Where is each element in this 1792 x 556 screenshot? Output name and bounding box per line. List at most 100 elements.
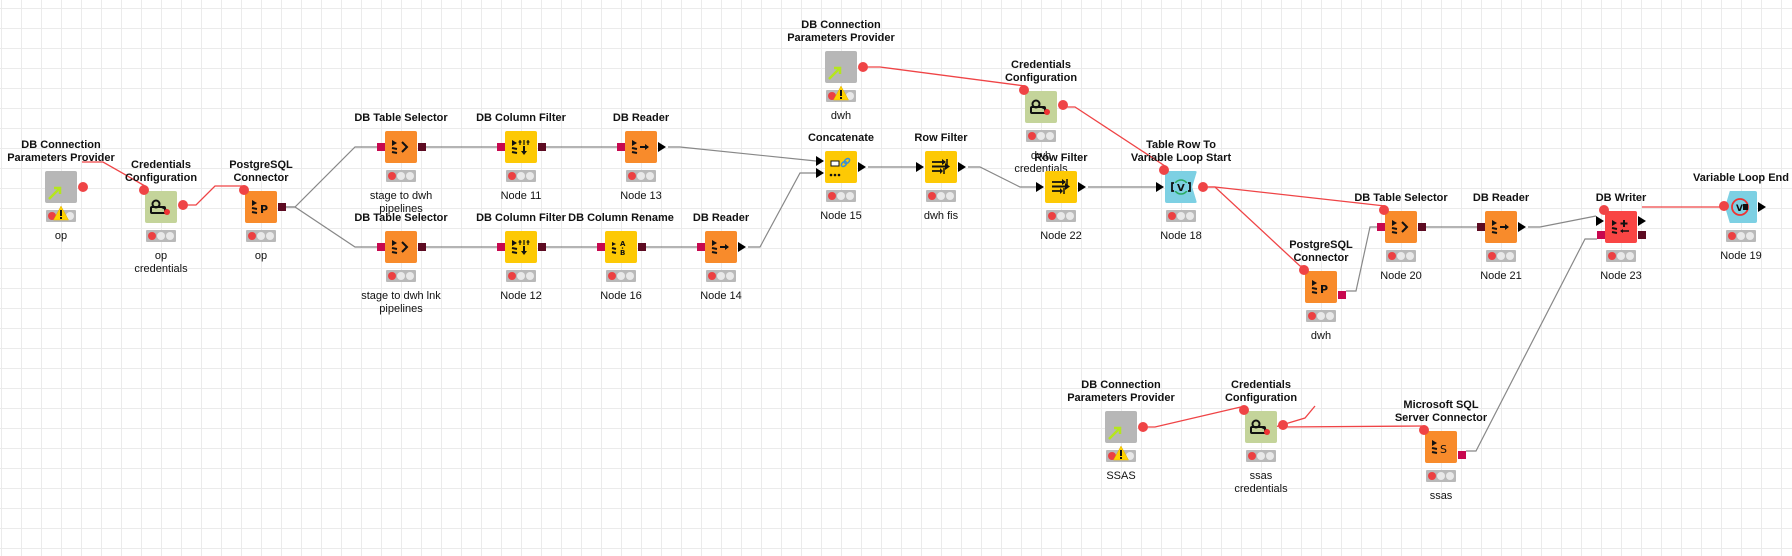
db-connection-port[interactable] bbox=[497, 243, 505, 251]
node-body[interactable]: S bbox=[1425, 431, 1457, 463]
data-connection[interactable] bbox=[286, 146, 377, 208]
db-connection-port[interactable] bbox=[1377, 223, 1385, 231]
db-connection-port[interactable] bbox=[497, 143, 505, 151]
node-body[interactable] bbox=[705, 231, 737, 263]
node-label[interactable]: dwh bbox=[830, 110, 852, 122]
db-connection-port[interactable] bbox=[697, 243, 705, 251]
data-port[interactable] bbox=[858, 162, 866, 172]
data-port[interactable] bbox=[1078, 182, 1086, 192]
data-port[interactable] bbox=[958, 162, 966, 172]
node-label[interactable]: Node 13 bbox=[620, 190, 662, 202]
flow-variable-port[interactable] bbox=[1599, 205, 1609, 215]
db-connection-port[interactable] bbox=[538, 143, 546, 151]
node-label[interactable]: dwh fis bbox=[923, 210, 959, 222]
data-port[interactable] bbox=[816, 156, 824, 166]
data-port[interactable] bbox=[1156, 182, 1164, 192]
node-label[interactable]: Node 20 bbox=[1380, 270, 1422, 282]
db-connection-port[interactable] bbox=[1338, 291, 1346, 299]
node-body[interactable] bbox=[145, 191, 177, 223]
db-connection-port[interactable] bbox=[617, 143, 625, 151]
node-body[interactable] bbox=[1045, 171, 1077, 203]
flow-variable-port[interactable] bbox=[78, 182, 88, 192]
flow-variable-port[interactable] bbox=[239, 185, 249, 195]
node-body[interactable] bbox=[1485, 211, 1517, 243]
flow-variable-port[interactable] bbox=[1058, 100, 1068, 110]
data-port[interactable] bbox=[1596, 216, 1604, 226]
flow-variable-port[interactable] bbox=[1019, 85, 1029, 95]
data-port[interactable] bbox=[1518, 222, 1526, 232]
node-label[interactable]: Node 15 bbox=[820, 210, 862, 222]
node-body[interactable] bbox=[45, 171, 77, 203]
data-connection[interactable] bbox=[748, 172, 816, 248]
node-body[interactable] bbox=[825, 151, 857, 183]
node-body[interactable] bbox=[1105, 411, 1137, 443]
flow-variable-port[interactable] bbox=[1278, 420, 1288, 430]
node-label[interactable]: op bbox=[54, 230, 68, 242]
flow-variable-port[interactable] bbox=[1299, 265, 1309, 275]
node-label[interactable]: Node 19 bbox=[1720, 250, 1762, 262]
db-connection-port[interactable] bbox=[377, 143, 385, 151]
node-body[interactable] bbox=[625, 131, 657, 163]
flow-variable-port[interactable] bbox=[1138, 422, 1148, 432]
data-connection[interactable] bbox=[1528, 215, 1597, 228]
flow-variable-connection[interactable] bbox=[1281, 425, 1426, 428]
flow-variable-connection[interactable] bbox=[1142, 405, 1246, 428]
flow-variable-port[interactable] bbox=[858, 62, 868, 72]
node-body[interactable] bbox=[1605, 211, 1637, 243]
node-label[interactable]: ssas bbox=[1429, 490, 1453, 502]
node-label[interactable]: Node 18 bbox=[1160, 230, 1202, 242]
node-body[interactable] bbox=[1245, 411, 1277, 443]
db-connection-port[interactable] bbox=[377, 243, 385, 251]
db-connection-port[interactable] bbox=[538, 243, 546, 251]
node-label[interactable]: dwh bbox=[1310, 330, 1332, 342]
node-body[interactable]: P bbox=[1305, 271, 1337, 303]
node-body[interactable]: V bbox=[1725, 191, 1757, 223]
node-label[interactable]: Node 21 bbox=[1480, 270, 1522, 282]
node-label[interactable]: op bbox=[254, 250, 268, 262]
flow-variable-port[interactable] bbox=[178, 200, 188, 210]
node-body[interactable] bbox=[925, 151, 957, 183]
node-body[interactable]: P bbox=[245, 191, 277, 223]
node-body[interactable] bbox=[505, 131, 537, 163]
db-connection-port[interactable] bbox=[597, 243, 605, 251]
node-label[interactable]: Node 14 bbox=[700, 290, 742, 302]
data-port[interactable] bbox=[738, 242, 746, 252]
db-connection-port[interactable] bbox=[638, 243, 646, 251]
data-port[interactable] bbox=[658, 142, 666, 152]
node-label[interactable]: Node 22 bbox=[1040, 230, 1082, 242]
flow-variable-port[interactable] bbox=[139, 185, 149, 195]
node-label[interactable]: Node 16 bbox=[600, 290, 642, 302]
flow-variable-port[interactable] bbox=[1419, 425, 1429, 435]
node-body[interactable] bbox=[385, 131, 417, 163]
db-connection-port[interactable] bbox=[1458, 451, 1466, 459]
node-label[interactable]: stage to dwh lnk pipelines bbox=[361, 290, 441, 315]
data-port[interactable] bbox=[1758, 202, 1766, 212]
node-body[interactable]: V bbox=[1165, 171, 1197, 203]
node-label[interactable]: stage to dwh pipelines bbox=[369, 190, 433, 215]
flow-variable-port[interactable] bbox=[1239, 405, 1249, 415]
node-label[interactable]: Node 12 bbox=[500, 290, 542, 302]
db-connection-port[interactable] bbox=[1418, 223, 1426, 231]
db-connection-port[interactable] bbox=[278, 203, 286, 211]
db-connection-port[interactable] bbox=[1477, 223, 1485, 231]
data-port[interactable] bbox=[916, 162, 924, 172]
node-label[interactable]: Node 23 bbox=[1600, 270, 1642, 282]
